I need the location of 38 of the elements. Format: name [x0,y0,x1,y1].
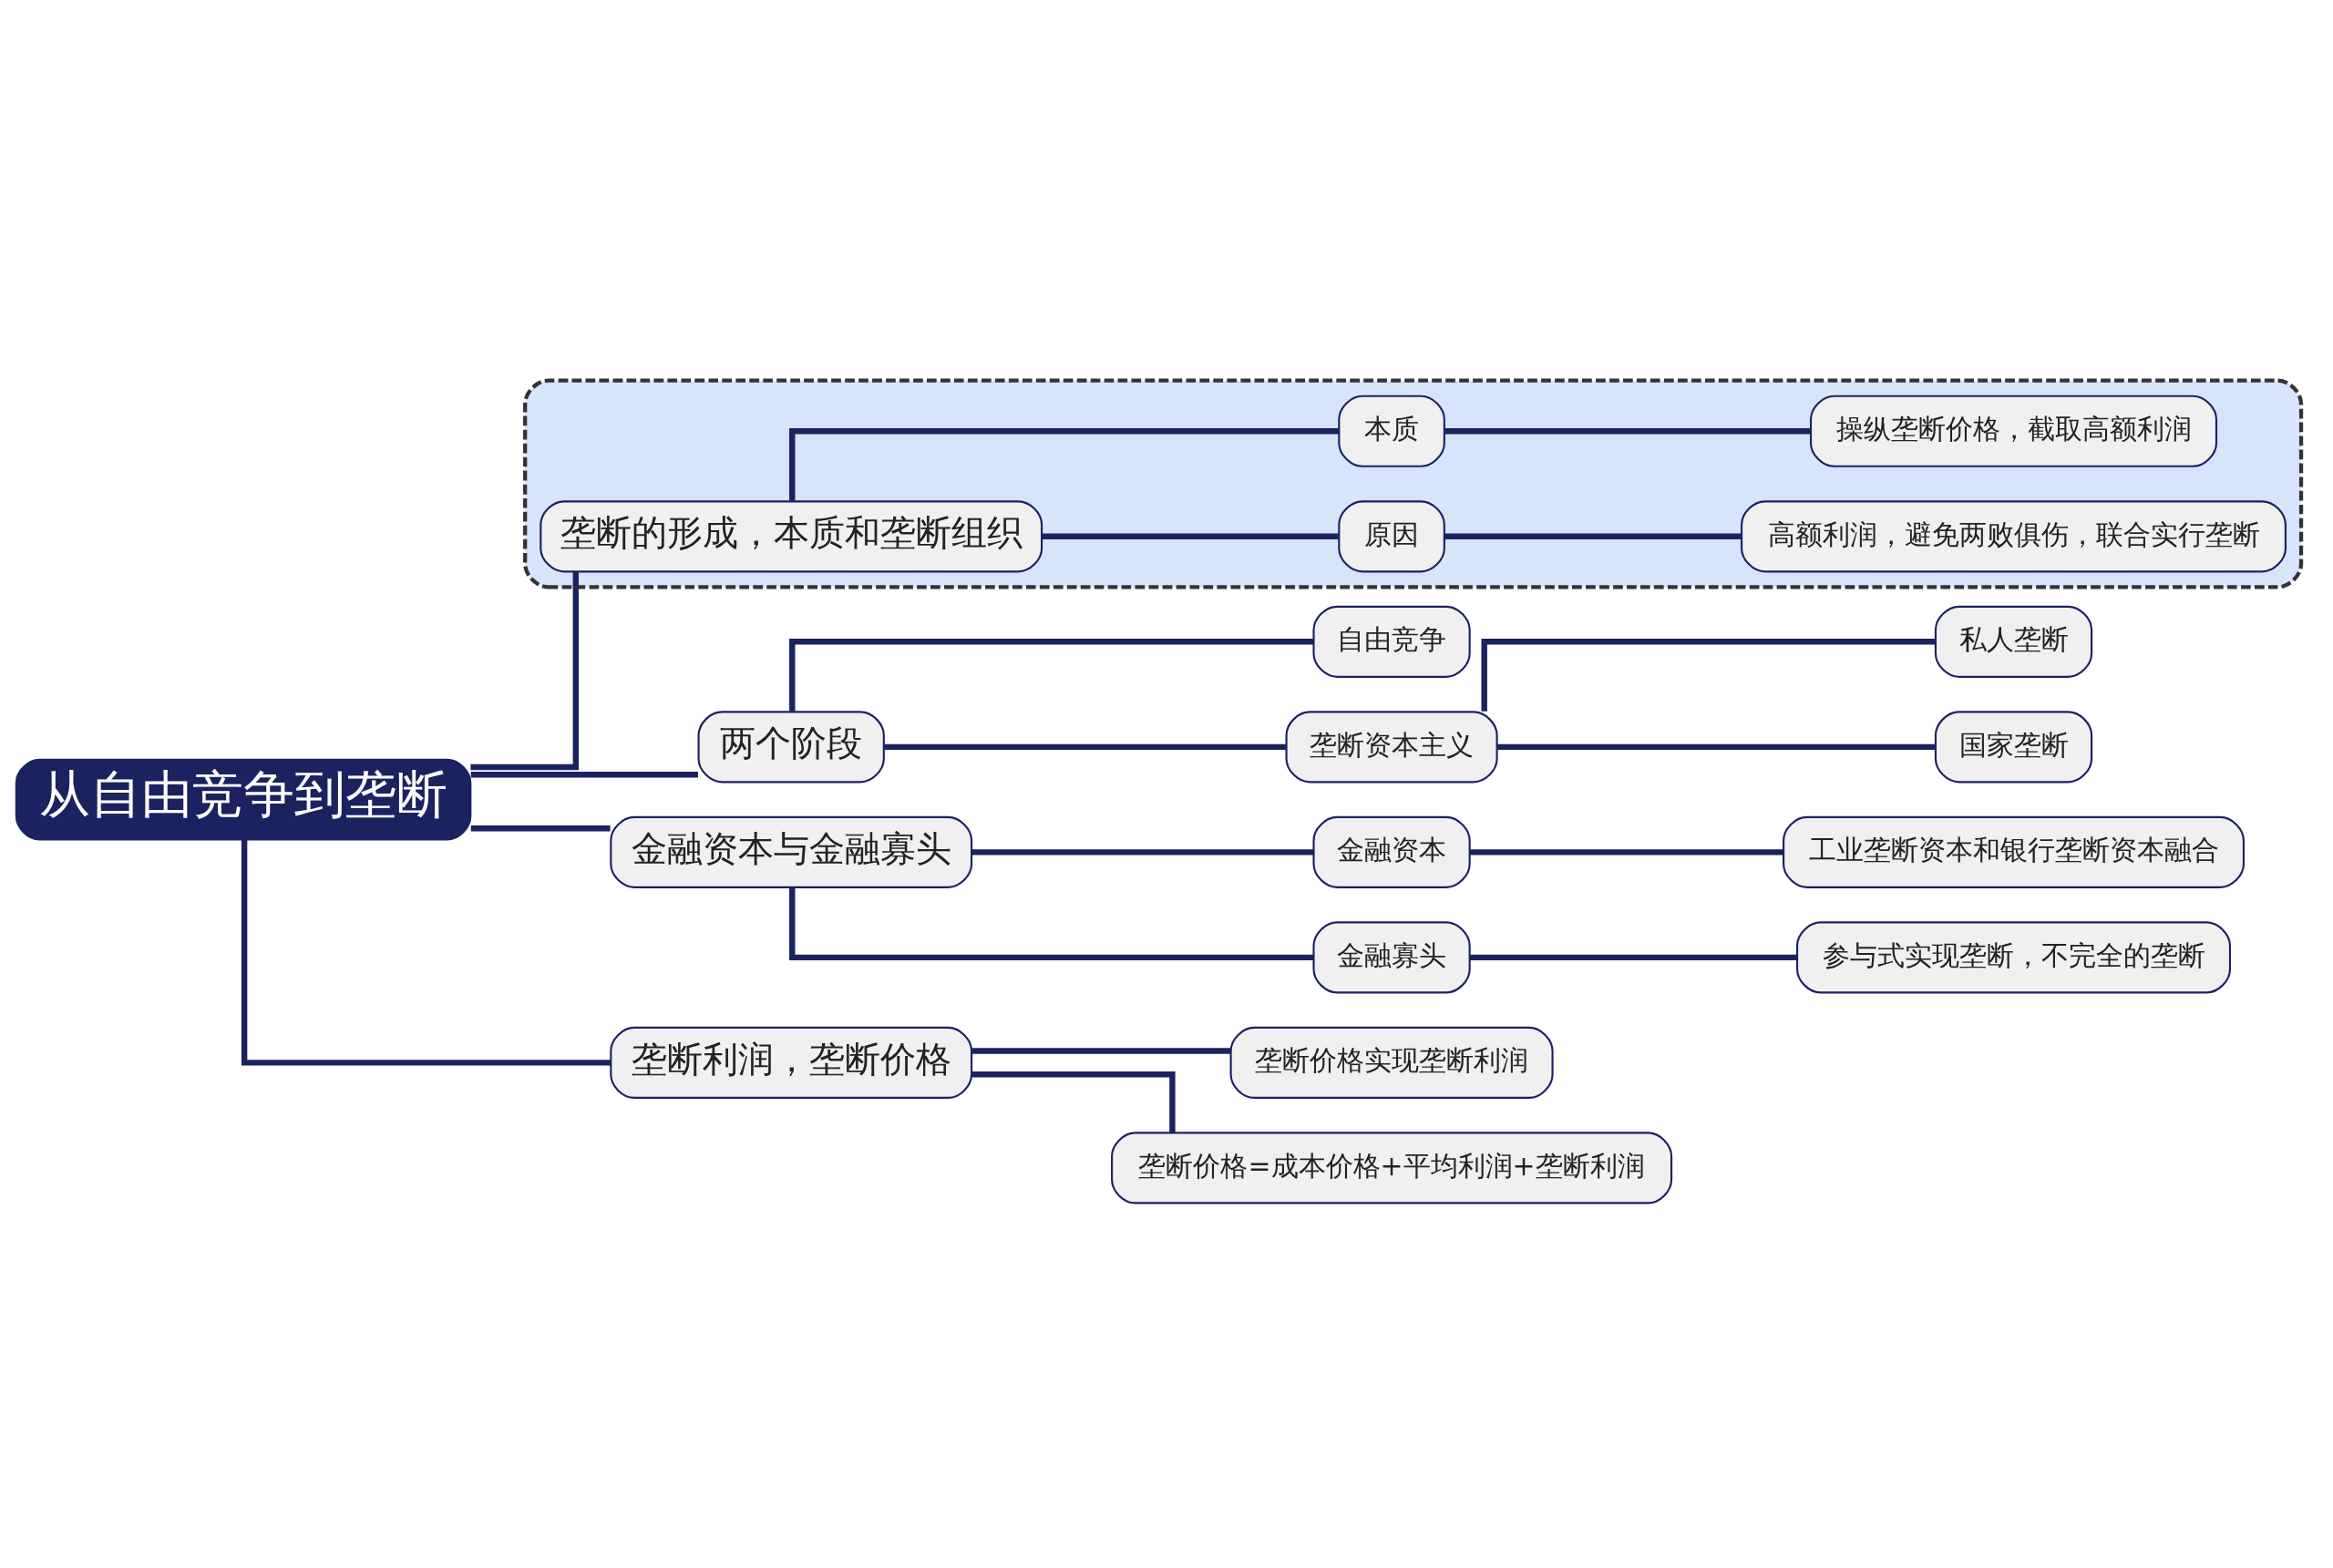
connector [1496,743,1936,751]
node-box: 操纵垄断价格，截取高额利润 [1809,395,2218,467]
cluster [523,378,2304,589]
connector [470,771,698,778]
node-box: 金融资本 [1312,815,1471,888]
node-box: 高额利润，避免两败俱伤，联合实行垄断 [1741,500,2287,573]
connector [1481,639,1936,712]
node-box: 本质 [1338,395,1445,467]
connector [1469,954,1797,961]
connector [789,428,1340,501]
connector [470,571,579,771]
node-box: 金融资本与金融寡头 [610,815,973,888]
node-box: 垄断利润，垄断价格 [610,1026,973,1099]
node-box: 国家垄断 [1934,711,2093,784]
connector [1469,849,1783,856]
connector [971,1048,1231,1054]
connector [241,839,612,1066]
connector [1444,428,1811,435]
connector [789,639,1314,712]
node-box: 原因 [1338,500,1445,573]
connector [470,825,611,832]
node-box: 自由竞争 [1312,605,1471,678]
node-box: 垄断的形成，本质和垄断组织 [540,500,1043,573]
connector [1444,533,1742,539]
node-box: 私人垄断 [1934,605,2093,678]
connector [971,849,1314,856]
node-box: 垄断价格实现垄断利润 [1229,1026,1554,1099]
connector [789,887,1314,961]
node-box: 参与式实现垄断，不完全的垄断 [1796,921,2232,994]
node-box: 金融寡头 [1312,921,1471,994]
connector [971,1071,1176,1133]
connector [1042,533,1339,539]
node-box: 垄断资本主义 [1285,711,1498,784]
node-box: 两个阶段 [697,711,885,784]
node-box: 从自由竞争到垄断 [15,758,472,841]
node-box: 工业垄断资本和银行垄断资本融合 [1783,815,2245,888]
node-box: 垄断价格=成本价格+平均利润+垄断利润 [1111,1132,1673,1204]
connector [884,743,1287,751]
